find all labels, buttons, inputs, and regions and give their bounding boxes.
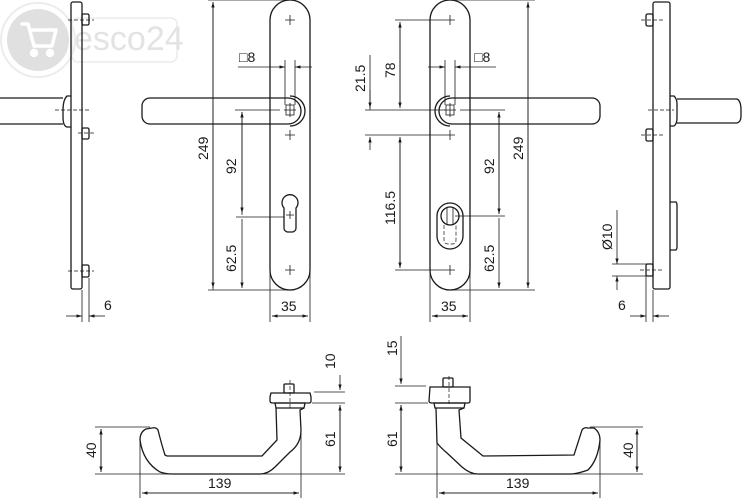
- watermark-brand-text: esco24: [74, 20, 184, 58]
- side-view-right: Ø10 6: [599, 1, 742, 322]
- dim-lever-left-length: 139: [208, 475, 232, 491]
- dim-lever-right-drop: 40: [620, 442, 636, 458]
- dim-lever-left-drop: 40: [83, 442, 99, 458]
- dim-side-right-offset: 6: [618, 297, 626, 313]
- dim-side-left-offset: 6: [104, 297, 112, 313]
- dim-side-right-diameter: Ø10: [599, 223, 615, 250]
- dim-lever-right-projection: 61: [384, 431, 400, 447]
- dim-front-right-spindle-to-cylinder: 92: [481, 158, 497, 174]
- lever-plan-right: 15 61 40 139: [384, 336, 643, 498]
- dim-front-right-spindle-to-screw: 21.5: [352, 65, 368, 92]
- dim-front-left-spindle-to-keyhole: 92: [223, 158, 239, 174]
- dim-front-left-spindle: □8: [239, 49, 255, 65]
- dim-front-right-total-height: 249: [510, 136, 526, 160]
- dim-front-left-width: 35: [281, 298, 297, 314]
- front-view-left: □8 249 92 62.5 35: [141, 0, 312, 322]
- watermark: esco24: [0, 2, 184, 78]
- dim-lever-right-rose-height: 15: [384, 340, 400, 356]
- dim-front-right-top-to-spindle: 78: [382, 62, 398, 78]
- dim-lever-right-length: 139: [506, 475, 530, 491]
- dim-front-right-width: 35: [441, 298, 457, 314]
- dim-lever-left-rose-height: 10: [322, 353, 338, 369]
- side-view-left: 6: [0, 1, 112, 322]
- lever-plan-left: 10 61 40 139: [83, 353, 345, 498]
- dim-lever-left-projection: 61: [322, 431, 338, 447]
- dim-front-left-keyhole-to-bottom: 62.5: [223, 245, 239, 272]
- dim-front-left-total-height: 249: [195, 136, 211, 160]
- dim-front-right-spindle: □8: [474, 49, 490, 65]
- front-view-right: □8 78 21.5 116.5 92 62.5 249: [352, 0, 601, 322]
- dim-front-right-cylinder-to-bottom: 62.5: [481, 245, 497, 272]
- shopping-cart-icon: [20, 22, 58, 58]
- dim-front-right-screw-spacing: 116.5: [382, 191, 398, 225]
